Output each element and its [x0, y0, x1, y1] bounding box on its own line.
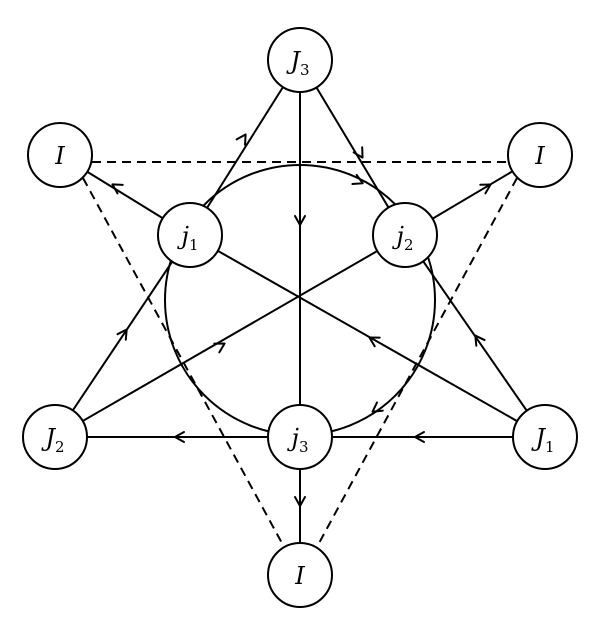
- arrow-j2-I-right: [479, 183, 492, 195]
- edge-J3-j1: [189, 59, 301, 236]
- arrow-j3-I: [294, 496, 306, 507]
- arrow-j1-I-left: [111, 183, 124, 195]
- node-I-right-circle: [507, 122, 573, 188]
- arrow-J1-J2-left: [174, 431, 185, 443]
- node-I-bottom-circle: [267, 542, 333, 608]
- edge-J2-j1: [54, 234, 191, 438]
- dashed-edge-right: [317, 177, 518, 546]
- node-I-right: I: [507, 122, 573, 188]
- node-I-bottom-label: I: [294, 562, 305, 590]
- node-J2: J2: [22, 404, 88, 470]
- arrow-circle-lowerright: [371, 401, 384, 413]
- arrow-J2-j1: [116, 328, 128, 341]
- arrow-circle-top: [351, 173, 364, 185]
- node-J1-circle: [512, 404, 578, 470]
- node-I-left-circle: [27, 122, 93, 188]
- node-I-left-label: I: [54, 142, 65, 170]
- node-J3-top: J3: [267, 27, 333, 93]
- dashed-edge-left: [82, 177, 284, 546]
- node-J2-circle: [22, 404, 88, 470]
- arrow-J3-j1: [235, 133, 247, 146]
- edge-j1-J1: [189, 234, 546, 438]
- arrow-J3-j2: [352, 146, 364, 159]
- node-j1: j1: [157, 202, 223, 268]
- node-j3: j3: [267, 404, 333, 470]
- node-I-right-label: I: [534, 142, 545, 170]
- edge-J3-j2: [299, 59, 406, 236]
- arrow-J1-j1: [368, 336, 381, 348]
- edge-J2-j2: [54, 234, 406, 438]
- node-I-left: I: [27, 122, 93, 188]
- arrow-J2-j2: [213, 342, 226, 354]
- node-j3-circle: [267, 404, 333, 470]
- arrow-J1-J2-right: [414, 431, 425, 443]
- arrow-J3-j3: [294, 215, 306, 226]
- node-j1-circle: [157, 202, 223, 268]
- node-j2: j2: [372, 202, 438, 268]
- node-I-bottom: I: [267, 542, 333, 608]
- node-j2-circle: [372, 202, 438, 268]
- node-J3-top-circle: [267, 27, 333, 93]
- arrow-J1-j2: [474, 334, 486, 347]
- node-J1: J1: [512, 404, 578, 470]
